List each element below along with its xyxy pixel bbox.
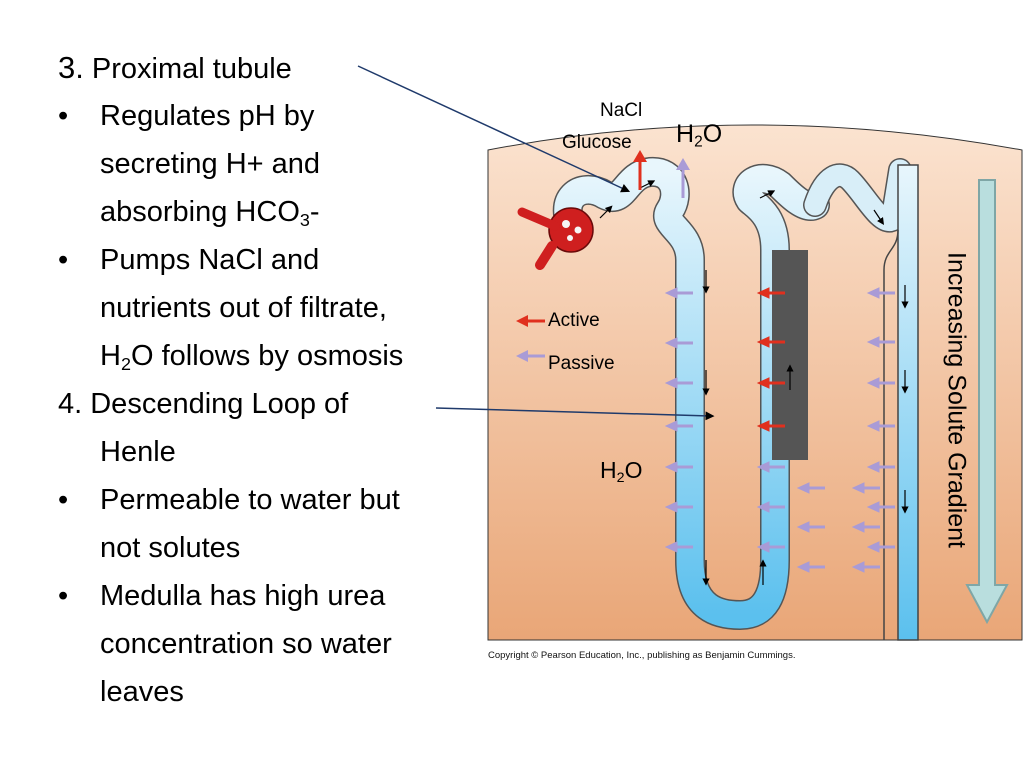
bullet-dot: • xyxy=(58,580,69,612)
top-transport-arrows xyxy=(633,150,690,198)
item-4-heading-line-2: Henle xyxy=(100,436,176,468)
callout-line-descending xyxy=(435,407,715,421)
bullet-3-line-1: Permeable to water but xyxy=(100,484,400,516)
bullet-1-line-2: secreting H+ and xyxy=(100,148,321,180)
h2o-label-top: H2O xyxy=(676,120,723,151)
item-4-heading: 4. Descending Loop of xyxy=(58,388,349,420)
bullet-1-line-3: absorbing HCO3- xyxy=(100,188,320,236)
bullet-4-line-3: leaves xyxy=(100,676,184,708)
collecting-duct xyxy=(897,164,919,641)
bullet-4: • Medulla has high urea xyxy=(58,572,385,620)
item-3-number: 3. xyxy=(58,50,84,85)
bullet-2-line-1: Pumps NaCl and xyxy=(100,244,320,276)
gradient-arrow-icon xyxy=(965,179,1009,625)
passive-arrows-ascending-lower xyxy=(756,461,825,573)
bullet-1-line-3-text: absorbing HCO xyxy=(100,196,300,228)
bullet-2-line-2: nutrients out of filtrate, xyxy=(100,292,387,324)
bullet-4-line-2: concentration so water xyxy=(100,628,392,660)
passive-arrows-collecting-duct xyxy=(851,287,895,573)
h2o-top-o: O xyxy=(702,120,723,148)
legend-arrows xyxy=(516,315,545,362)
subscript-2: 2 xyxy=(120,354,131,375)
bullet-2: • Pumps NaCl and xyxy=(58,236,319,284)
bullet-1-line-3-end: - xyxy=(309,196,320,228)
glucose-label: Glucose xyxy=(562,132,632,153)
h2o-mid-sub: 2 xyxy=(616,469,625,486)
active-arrows-ascending xyxy=(756,287,785,432)
subscript-3: 3 xyxy=(299,210,310,231)
item-3-heading: 3. Proximal tubule xyxy=(58,44,292,93)
h2o-mid-h: H xyxy=(600,457,617,483)
callout-line-proximal xyxy=(357,65,631,193)
glomerulus xyxy=(517,207,594,270)
flow-arrows xyxy=(599,180,909,586)
bullet-4-line-1: Medulla has high urea xyxy=(100,580,386,612)
bullet-dot: • xyxy=(58,484,69,516)
h2o-label-mid: H2O xyxy=(600,457,643,486)
bullet-1-line-1: Regulates pH by xyxy=(100,100,315,132)
passive-arrows-descending xyxy=(664,287,693,553)
bullet-1: • Regulates pH by xyxy=(58,92,314,140)
bullet-3: • Permeable to water but xyxy=(58,476,400,524)
bullet-3-line-2: not solutes xyxy=(100,532,241,564)
nacl-label: NaCl xyxy=(600,100,643,121)
legend-passive-label: Passive xyxy=(548,353,615,374)
bullet-2-line-3-text: O follows by osmosis xyxy=(130,340,404,372)
bullet-2-line-3: H2O follows by osmosis xyxy=(100,332,403,380)
h2o-mid-o: O xyxy=(624,457,643,483)
h2o-top-h: H xyxy=(676,120,695,148)
gradient-label: Increasing Solute Gradient xyxy=(942,251,971,549)
bullet-2-line-3-h: H xyxy=(100,340,121,372)
legend-active-label: Active xyxy=(548,310,600,331)
bullet-dot: • xyxy=(58,100,69,132)
h2o-top-sub: 2 xyxy=(694,133,703,151)
copyright-notice: Copyright © Pearson Education, Inc., pub… xyxy=(488,650,796,661)
item-3-text: Proximal tubule xyxy=(91,53,292,85)
bullet-dot: • xyxy=(58,244,69,276)
